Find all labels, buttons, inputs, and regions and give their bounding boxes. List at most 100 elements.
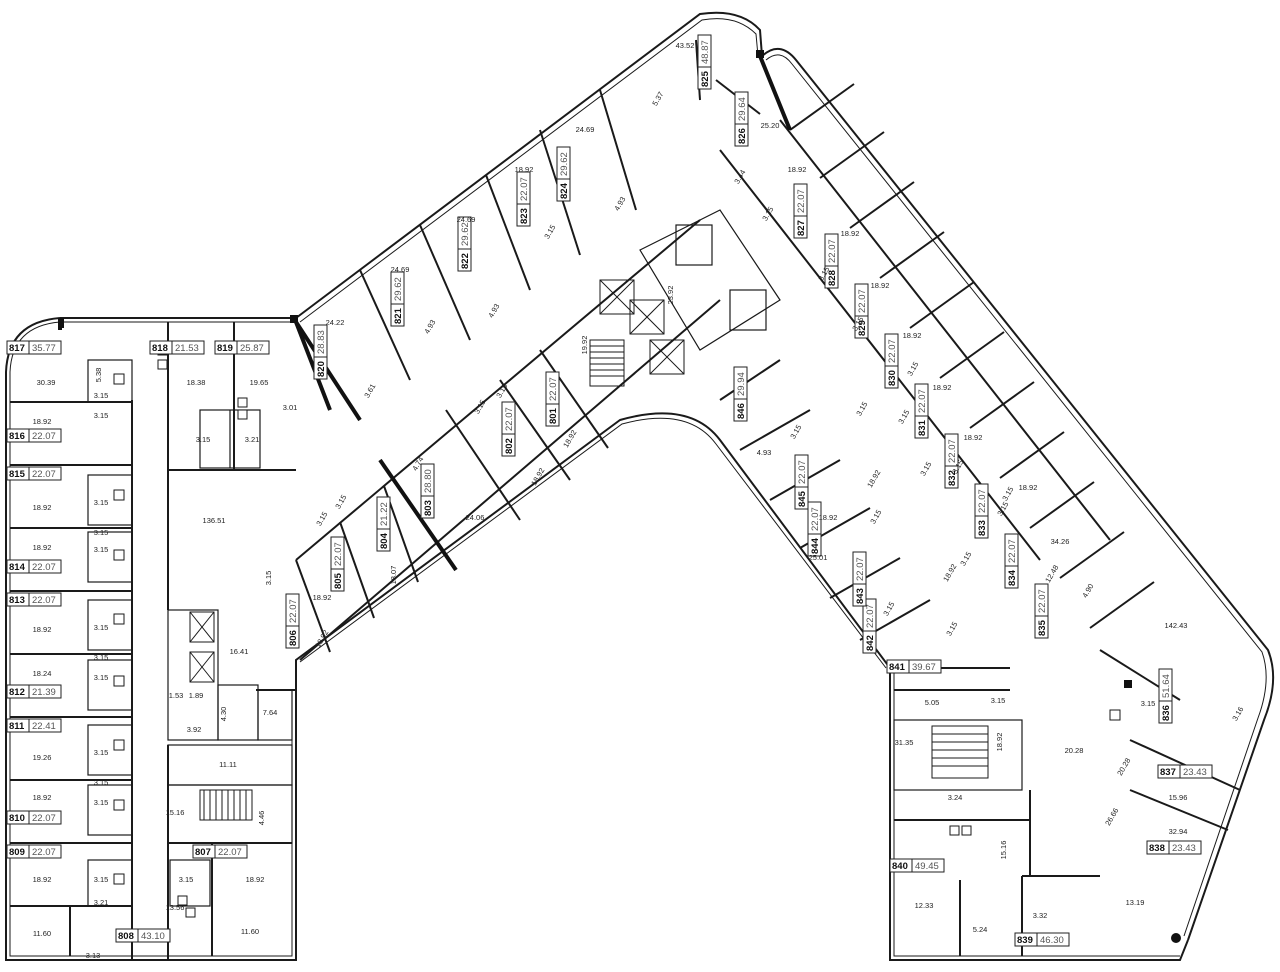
unit-number: 845 — [797, 490, 808, 507]
room-area-label: 26.66 — [1103, 806, 1120, 827]
room-area-label: 3.15 — [94, 498, 109, 507]
room-area-label: 11.60 — [33, 929, 51, 938]
unit-number: 836 — [1161, 705, 1172, 721]
room-area-label: 34.26 — [1051, 537, 1070, 546]
unit-area-box — [214, 844, 248, 859]
room-area-label: 3.15 — [868, 508, 883, 525]
unit-area-box — [137, 928, 171, 943]
room-area-label: 18.92 — [941, 562, 958, 583]
room-area-label: 18.92 — [33, 875, 52, 884]
room-area-label: 13.19 — [1126, 898, 1145, 907]
room-area-label: 31.35 — [895, 738, 914, 747]
unit-area: 22.41 — [32, 721, 56, 732]
room-area-label: 24.22 — [326, 318, 345, 327]
room-area-label: 13.56 — [166, 903, 185, 912]
unit-area-box — [807, 501, 822, 535]
unit-area-box — [1036, 932, 1070, 947]
room-area-label: 12.33 — [915, 901, 934, 910]
room-area-label: 3.15 — [958, 550, 973, 567]
room-area-label: 3.15 — [1000, 485, 1015, 502]
room-area-label: 3.15 — [179, 875, 194, 884]
unit-area: 49.45 — [915, 861, 939, 872]
room-area-label: 18.92 — [33, 625, 52, 634]
unit-area: 22.07 — [865, 604, 876, 628]
unit-number: 820 — [316, 361, 327, 377]
unit-number: 833 — [977, 520, 988, 536]
room-area-label: 3.15 — [94, 391, 109, 400]
room-area-label: 142.43 — [1165, 621, 1188, 630]
unit-area-box — [908, 659, 942, 674]
unit-number: 818 — [152, 343, 168, 354]
unit-area-box — [501, 401, 516, 435]
room-area-label: 19.26 — [33, 753, 52, 762]
unit-number: 842 — [865, 635, 876, 651]
unit-area-box — [974, 483, 989, 517]
unit-area-box — [376, 496, 391, 530]
unit-number: 828 — [827, 270, 838, 286]
room-area-label: 18.92 — [995, 733, 1004, 752]
room-area-label: 3.15 — [1141, 699, 1156, 708]
unit-area-box — [28, 340, 62, 355]
room-area-label: 18.92 — [1019, 483, 1038, 492]
unit-number: 838 — [1149, 843, 1165, 854]
unit-area-box — [313, 324, 328, 358]
unit-area-box — [911, 858, 945, 873]
unit-area: 22.07 — [797, 460, 808, 484]
room-area-label: 15.96 — [1169, 793, 1188, 802]
ne-wing-partitions — [695, 39, 1155, 641]
room-area-label: 3.15 — [905, 360, 920, 377]
room-area-label: 19.92 — [580, 336, 589, 355]
nw-core — [589, 209, 781, 387]
room-area-label: 32.94 — [1169, 827, 1188, 836]
room-area-label: 24.69 — [457, 215, 476, 224]
unit-area: 22.07 — [519, 177, 530, 201]
unit-number: 807 — [195, 847, 211, 858]
room-area-label: 3.21 — [245, 435, 260, 444]
room-area-label: 3.15 — [788, 423, 803, 440]
room-area-label: 3.15 — [94, 411, 109, 420]
unit-number: 808 — [118, 931, 134, 942]
unit-number: 804 — [379, 532, 390, 549]
room-area-label: 5.38 — [94, 368, 103, 383]
unit-area: 29.62 — [559, 152, 570, 176]
room-area-label: 3.15 — [991, 696, 1006, 705]
unit-area: 23.43 — [1183, 767, 1207, 778]
west-bathrooms — [87, 359, 261, 907]
unit-number: 846 — [736, 403, 747, 419]
unit-area-box — [285, 593, 300, 627]
unit-area-box — [556, 146, 571, 180]
unit-number: 803 — [423, 500, 434, 516]
unit-area: 22.07 — [504, 407, 515, 431]
unit-area: 22.07 — [1007, 539, 1018, 563]
unit-area: 22.07 — [548, 377, 559, 401]
unit-845: 845 22.07 — [794, 454, 809, 510]
building-outline — [5, 11, 1275, 961]
unit-area-box — [420, 463, 435, 497]
unit-area: 22.07 — [796, 189, 807, 213]
unit-area: 39.67 — [912, 662, 936, 673]
unit-number: 832 — [947, 470, 958, 486]
unit-area-box — [733, 366, 748, 400]
unit-area-box — [171, 340, 205, 355]
unit-area: 35.77 — [32, 343, 56, 354]
unit-area: 22.07 — [857, 289, 868, 313]
unit-number: 815 — [9, 469, 26, 480]
unit-area-box — [1179, 764, 1213, 779]
